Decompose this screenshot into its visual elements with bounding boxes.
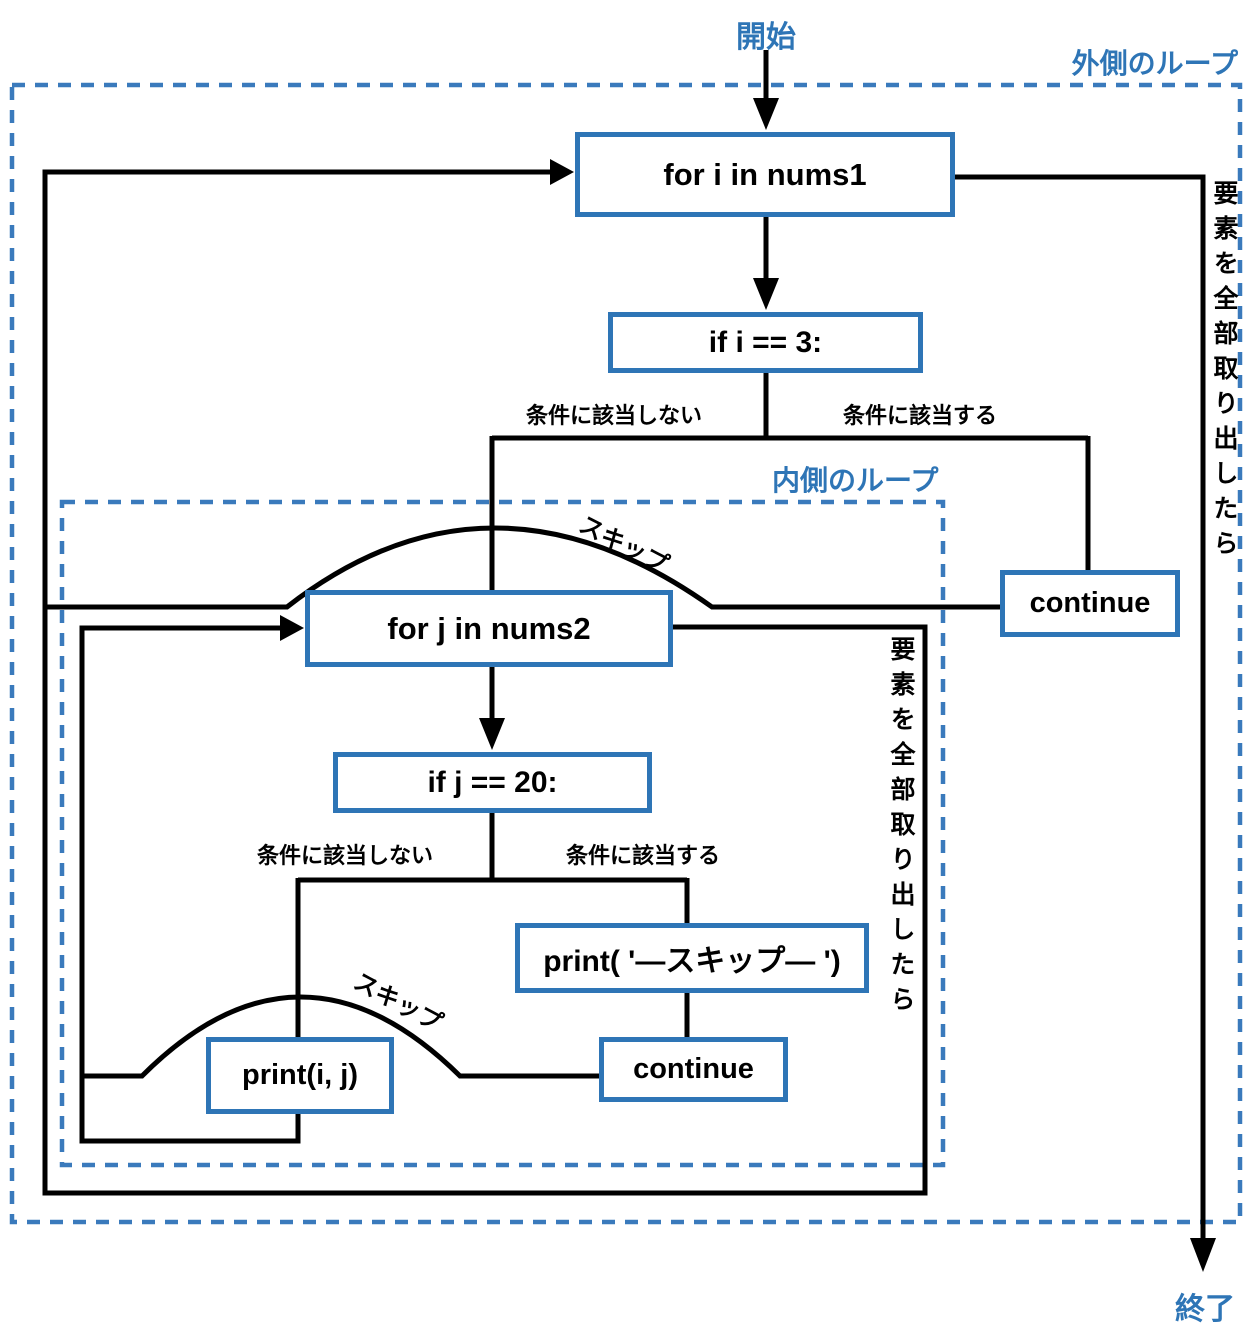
arrowhead-if-i	[753, 278, 779, 310]
node-print-ij-label: print(i, j)	[242, 1059, 358, 1091]
node-for-j-label: for j in nums2	[387, 610, 591, 646]
outer-elements-done-label: 要素を全部取り出したら	[1210, 180, 1238, 565]
inner-loop-dashed-border	[59, 499, 946, 1168]
edge-outer-exit	[955, 174, 1206, 1256]
edge-outer-skip-arc	[45, 525, 1000, 610]
node-continue-inner-label: continue	[633, 1053, 754, 1085]
node-continue-inner: continue	[599, 1037, 788, 1102]
edge-outer-return	[42, 169, 928, 1196]
node-for-i: for i in nums1	[575, 132, 955, 217]
inner-cond-false-label: 条件に該当しない	[256, 843, 433, 868]
node-if-i-label: if i == 3:	[708, 325, 823, 359]
outer-loop-dashed-border	[9, 82, 1243, 1225]
arrowhead-for-i-entry	[550, 159, 574, 185]
arrowhead-start	[753, 98, 779, 130]
outer-cond-true-label: 条件に該当する	[842, 403, 997, 428]
arrowhead-for-j-entry	[280, 615, 304, 641]
outer-cond-false-label: 条件に該当しない	[525, 403, 702, 428]
node-if-i: if i == 3:	[608, 312, 923, 373]
inner-cond-true-label: 条件に該当する	[565, 843, 720, 868]
inner-loop-label: 内側のループ	[772, 465, 939, 496]
node-for-j: for j in nums2	[305, 590, 673, 667]
node-if-j-label: if j == 20:	[427, 765, 558, 799]
arrowhead-end	[1190, 1238, 1216, 1272]
node-print-skip-label: print( '―スキップ― ')	[543, 945, 841, 978]
node-if-j: if j == 20:	[333, 752, 652, 813]
node-print-ij: print(i, j)	[206, 1037, 394, 1114]
outer-loop-label: 外側のループ	[1071, 48, 1238, 79]
node-for-i-label: for i in nums1	[663, 156, 867, 192]
end-label: 終了	[1175, 1293, 1235, 1326]
node-print-skip: print( '―スキップ― ')	[515, 923, 869, 993]
node-continue-outer: continue	[1000, 570, 1180, 637]
arrowhead-if-j	[479, 718, 505, 750]
edge-inner-return	[79, 625, 301, 1144]
edge-inner-skip-arc	[82, 994, 599, 1079]
start-label: 開始	[736, 21, 796, 54]
inner-elements-done-label: 要素を全部取り出したら	[887, 636, 915, 1021]
node-continue-outer-label: continue	[1029, 587, 1151, 619]
